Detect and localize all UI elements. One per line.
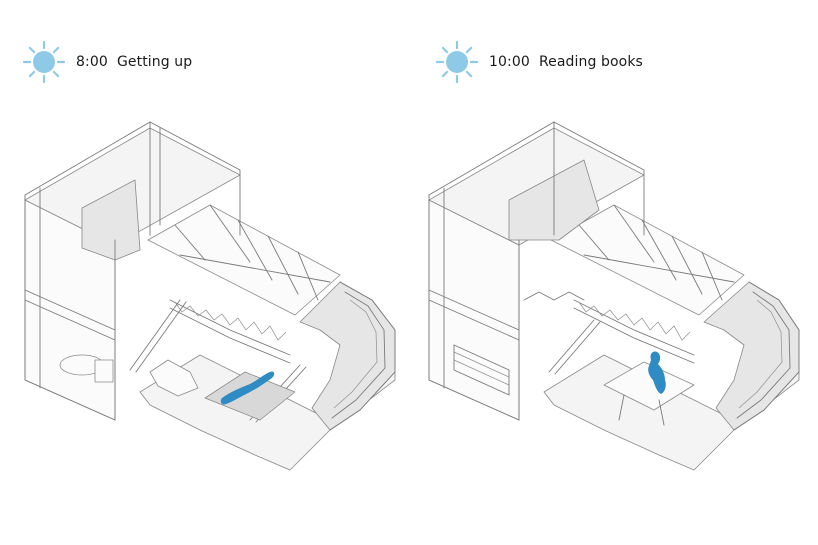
shell-rib bbox=[733, 281, 800, 431]
tower-beam bbox=[428, 289, 520, 331]
bed-frame bbox=[204, 371, 296, 421]
roof-seam bbox=[671, 235, 703, 295]
bookshelf bbox=[453, 344, 510, 396]
axonometric-drawing bbox=[24, 121, 396, 471]
shell-rib bbox=[331, 291, 386, 419]
roof-seam bbox=[174, 224, 206, 261]
roof-seam bbox=[641, 219, 677, 281]
roof-seam bbox=[578, 224, 610, 261]
shell-rib bbox=[738, 299, 783, 409]
roof-seam bbox=[613, 204, 655, 263]
diagonal-brace bbox=[135, 301, 187, 373]
interior-truss bbox=[578, 301, 691, 341]
interior-truss bbox=[573, 307, 695, 364]
shell-rib bbox=[736, 291, 791, 419]
roof-seam bbox=[209, 204, 251, 263]
bookshelf-shelf bbox=[453, 359, 510, 386]
scene-caption: 8:00 Getting up bbox=[22, 40, 192, 84]
shell-rib bbox=[333, 299, 378, 409]
curved-shell bbox=[703, 281, 800, 431]
tower-frame bbox=[428, 121, 645, 236]
roof-panels bbox=[550, 204, 745, 316]
interior-truss bbox=[169, 307, 291, 364]
sink-cabinet bbox=[94, 359, 114, 383]
shell-rib bbox=[329, 281, 396, 431]
table-leg bbox=[618, 394, 625, 421]
diagonal-brace bbox=[129, 299, 181, 371]
curved-shell bbox=[299, 281, 396, 431]
bookshelf-shelf bbox=[453, 351, 510, 378]
roof-seam bbox=[701, 251, 723, 301]
caption-text: 10:00 Reading books bbox=[489, 54, 643, 70]
interior-truss bbox=[573, 299, 695, 356]
scene-caption: 10:00 Reading books bbox=[435, 40, 643, 84]
tower-frame bbox=[24, 121, 241, 236]
caption-text: 8:00 Getting up bbox=[76, 54, 193, 70]
sun-icon bbox=[22, 40, 66, 84]
sun-icon bbox=[435, 40, 479, 84]
scene-reading-books: 10:00 Reading books bbox=[409, 0, 818, 545]
tower-beam bbox=[24, 289, 116, 331]
tower-frame bbox=[24, 194, 116, 421]
roof-seam bbox=[237, 219, 273, 281]
sleeping-figure bbox=[220, 371, 275, 405]
armchair bbox=[149, 359, 199, 397]
roof-seam bbox=[297, 251, 319, 301]
roof-seam bbox=[179, 254, 331, 283]
seated-reading-figure bbox=[648, 351, 666, 394]
scene-getting-up: 8:00 Getting up bbox=[22, 40, 396, 471]
axonometric-drawing bbox=[428, 121, 800, 471]
reading-table bbox=[603, 361, 695, 411]
roof-seam bbox=[267, 235, 299, 295]
tower-beam bbox=[428, 299, 520, 341]
diagonal-brace bbox=[548, 319, 595, 373]
interior-truss bbox=[169, 299, 291, 356]
tower-frame bbox=[428, 194, 520, 421]
tower-beam bbox=[24, 299, 116, 341]
diagonal-brace bbox=[554, 321, 601, 375]
stair bbox=[523, 291, 585, 301]
tower-upper-box bbox=[81, 179, 141, 261]
table-leg bbox=[658, 399, 665, 426]
interior-truss bbox=[174, 301, 287, 341]
roof-panels bbox=[147, 204, 341, 316]
roof-seam bbox=[583, 254, 735, 283]
